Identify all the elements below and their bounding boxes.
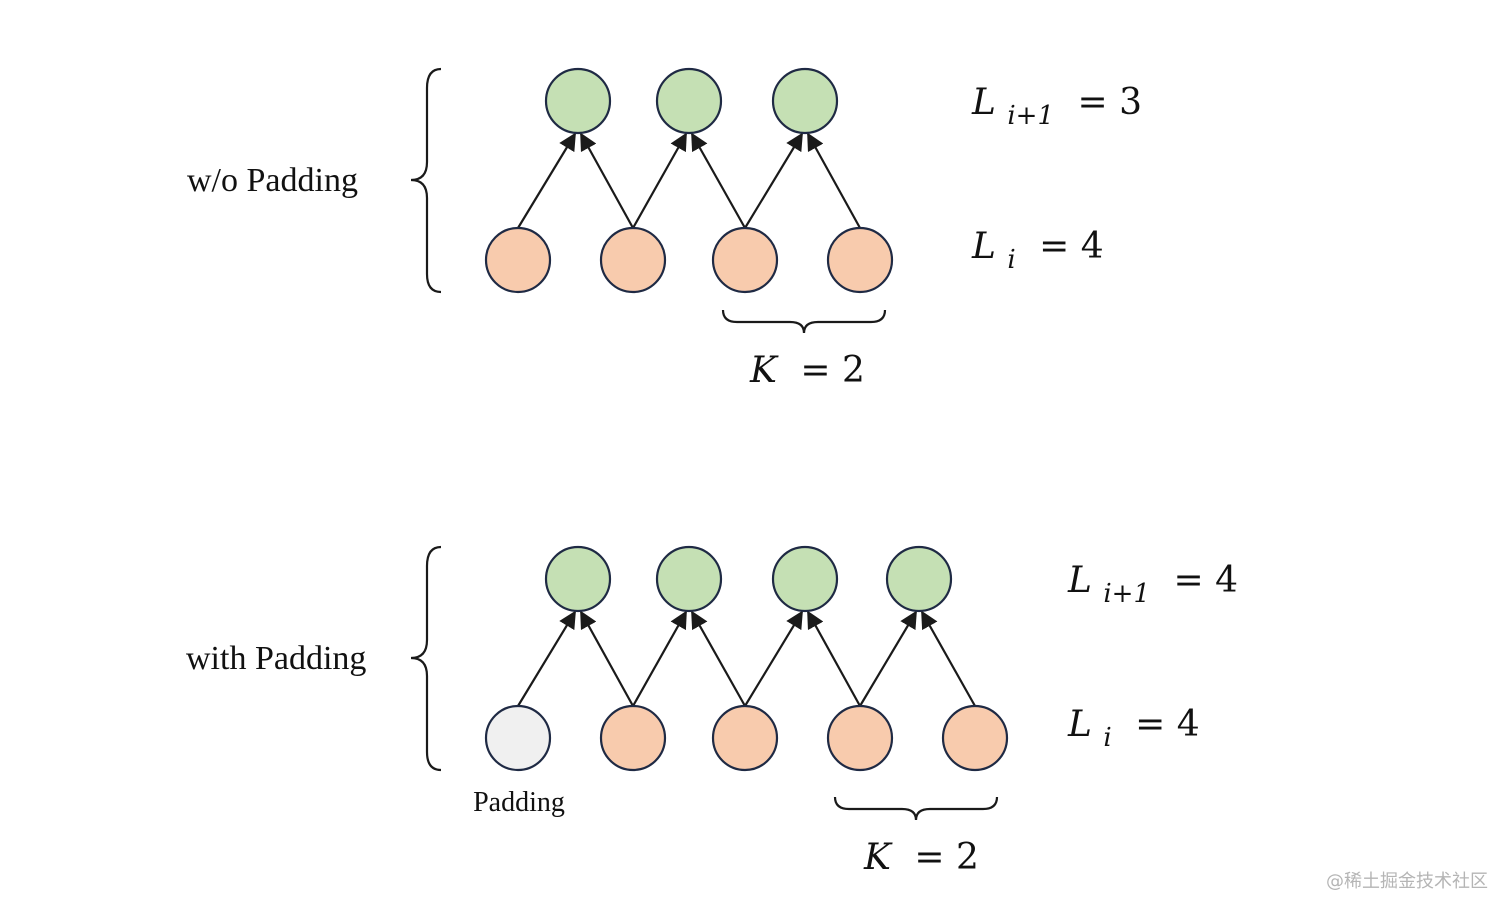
edge-arrow <box>691 132 746 229</box>
input-length-var: L <box>971 226 996 267</box>
input-node <box>711 226 779 294</box>
left-brace <box>410 67 442 294</box>
kernel-value: = 2 <box>914 837 979 878</box>
panel-without-padding: w/o Padding K = 2 L i+1 = 3 L i = 4 <box>187 67 1142 391</box>
input-length-subscript: i <box>1103 723 1111 753</box>
edge-arrow <box>921 610 976 707</box>
kernel-var: K <box>863 837 893 878</box>
output-nodes <box>544 545 953 613</box>
input-length-equation: L i = 4 <box>1067 704 1200 755</box>
kernel-equation: K = 2 <box>863 837 979 878</box>
output-length-equation: L i+1 = 4 <box>1067 560 1238 611</box>
kernel-brace <box>721 309 887 334</box>
input-length-value: = 4 <box>1135 704 1200 745</box>
edge-arrow <box>632 610 687 707</box>
input-node <box>711 704 779 772</box>
panel-label: w/o Padding <box>187 162 358 199</box>
edge-arrow <box>632 132 687 229</box>
input-node <box>826 704 894 772</box>
input-length-value: = 4 <box>1039 226 1104 267</box>
output-nodes <box>544 67 839 135</box>
output-node <box>655 545 723 613</box>
input-node <box>599 226 667 294</box>
output-node <box>544 67 612 135</box>
input-node <box>826 226 894 294</box>
edges-group <box>517 610 976 707</box>
edge-arrow <box>517 610 576 707</box>
edge-arrow <box>744 610 803 707</box>
output-length-var: L <box>1067 560 1092 601</box>
edge-arrow <box>744 132 803 229</box>
kernel-value: = 2 <box>800 350 865 391</box>
input-nodes <box>484 226 894 294</box>
kernel-equation: K = 2 <box>749 350 865 391</box>
output-node <box>655 67 723 135</box>
input-node <box>941 704 1009 772</box>
edge-arrow <box>691 610 746 707</box>
edge-arrow <box>807 132 861 229</box>
output-node <box>771 545 839 613</box>
edges-group <box>517 132 861 229</box>
padding-node <box>484 704 552 772</box>
output-length-value: = 3 <box>1077 82 1142 123</box>
input-node <box>484 226 552 294</box>
left-brace <box>410 545 442 772</box>
output-length-subscript: i+1 <box>1007 101 1054 131</box>
panel-with-padding: with Padding Padding K = 2 L i+1 = 4 L i… <box>186 545 1238 878</box>
kernel-brace <box>833 796 999 821</box>
kernel-var: K <box>749 350 779 391</box>
watermark: @稀土掘金技术社区 <box>1326 871 1488 892</box>
edge-arrow <box>517 132 576 229</box>
output-length-var: L <box>971 82 996 123</box>
edge-arrow <box>859 610 917 707</box>
panel-label: with Padding <box>186 640 366 677</box>
padding-node-label: Padding <box>473 787 565 818</box>
input-length-var: L <box>1067 704 1092 745</box>
input-length-subscript: i <box>1007 245 1015 275</box>
edge-arrow <box>580 610 634 707</box>
output-length-equation: L i+1 = 3 <box>971 82 1142 133</box>
output-node <box>771 67 839 135</box>
edge-arrow <box>580 132 634 229</box>
input-nodes <box>484 704 1009 772</box>
output-node <box>544 545 612 613</box>
input-node <box>599 704 667 772</box>
output-length-value: = 4 <box>1173 560 1238 601</box>
input-length-equation: L i = 4 <box>971 226 1104 277</box>
edge-arrow <box>807 610 861 707</box>
output-length-subscript: i+1 <box>1103 579 1150 609</box>
output-node <box>885 545 953 613</box>
